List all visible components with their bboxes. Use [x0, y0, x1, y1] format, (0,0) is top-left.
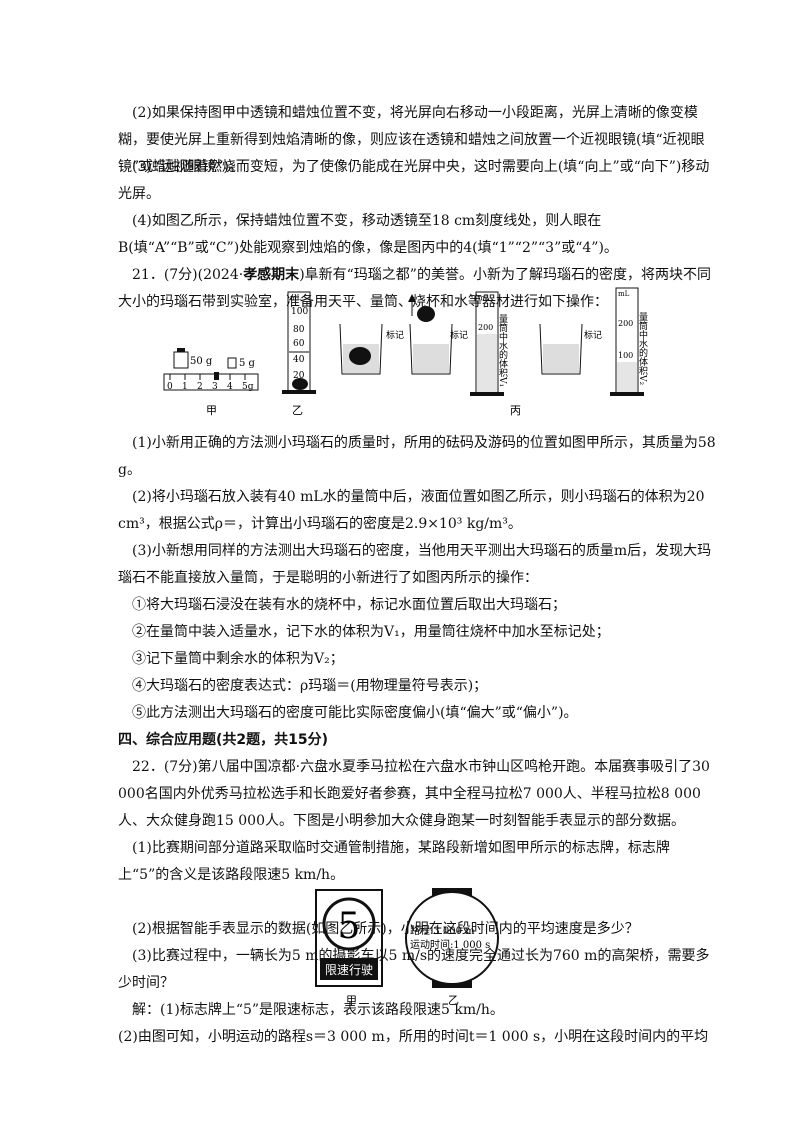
q22-part1: (1)比赛期间部分道路采取临时交通管制措施，某路段新增如图甲所示的标志牌，标志牌… [118, 840, 670, 883]
q21-step4: ④大玛瑙石的密度表达式：ρ玛瑙＝(用物理量符号表示)； [132, 678, 488, 694]
q22-part2: (2)根据智能手表显示的数据(如图乙所示)，小明在这段时间内的平均速度是多少？ [132, 921, 639, 937]
scale-3: 3 [212, 382, 218, 392]
q21-source: 孝感期末 [243, 267, 300, 283]
solution-1: 解：(1)标志牌上“5”是限速标志，表示该路段限速5 km/h。 [132, 1002, 504, 1018]
q20-part3: (3)蜡烛随着燃烧而变短，为了使像仍能成在光屏中央，这时需要向上(填“向上”或“… [118, 159, 710, 202]
scale-4: 4 [227, 382, 233, 392]
cyl-tick-100: 100 [291, 307, 308, 317]
cyl-unit: mL [290, 294, 302, 302]
procedure-figure-bing: 标记 标记 mL 200 100 量筒中水的体积V₁ 标记 mL 200 100… [339, 287, 648, 417]
sign-text: 限速行驶 [325, 962, 373, 977]
q21-part2: (2)将小玛瑙石放入装有40 mL水的量筒中后，液面位置如图乙所示，则小玛瑙石的… [118, 489, 705, 532]
q22-figure: 5 限速行驶 甲 路程:3 000 m 运动时间:1 000 s 乙 [315, 888, 499, 1007]
watch-time: 运动时间:1 000 s [410, 938, 490, 951]
q21-step3: ③记下量筒中剩余水的体积为V₂； [132, 651, 344, 667]
big-cyl-unit: mL [478, 294, 490, 302]
big-agate-stone [349, 347, 371, 365]
big-cyl2-tick-200: 200 [618, 319, 633, 328]
v2-label: 量筒中水的体积V₂ [637, 312, 648, 386]
weight-50g-label: 50 g [190, 356, 213, 367]
cyl-tick-20: 20 [293, 371, 305, 381]
big-cyl-tick-200: 200 [478, 323, 493, 332]
watch-distance: 路程:3 000 m [410, 924, 475, 937]
q21-head: 21．(7分)(2024· [132, 267, 244, 283]
balance-weights-figure: 50 g 5 g 0 1 2 3 4 5g 甲 [163, 348, 259, 417]
weight-5g-label: 5 g [239, 358, 256, 369]
label-bing: 丙 [510, 404, 521, 417]
small-agate-stone [292, 378, 308, 390]
q20-part4: (4)如图乙所示，保持蜡烛位置不变，移动透镜至18 cm刻度线处，则人眼在B(填… [118, 213, 618, 256]
label-jia: 甲 [206, 404, 217, 417]
cyl-tick-40: 40 [293, 355, 305, 365]
q21-part3: (3)小新想用同样的方法测出大玛瑙石的密度，当他用天平测出大玛瑙石的质量m后，发… [118, 543, 712, 586]
v1-label: 量筒中水的体积V₁ [497, 314, 508, 387]
cyl-tick-60: 60 [293, 339, 305, 349]
mark-label-1: 标记 [386, 329, 404, 341]
scale-5: 5g [242, 382, 254, 392]
label-yi: 乙 [292, 404, 303, 417]
mark-label-2: 标记 [450, 329, 468, 341]
q21-part1: (1)小新用正确的方法测小玛瑙石的质量时，所用的砝码及游码的位置如图甲所示，其质… [118, 435, 716, 478]
scale-1: 1 [182, 382, 188, 392]
q22-stem: 22．(7分)第八届中国凉都·六盘水夏季马拉松在六盘水市钟山区鸣枪开跑。本届赛事… [118, 759, 710, 829]
cyl-tick-80: 80 [293, 325, 305, 335]
scale-2: 2 [197, 382, 203, 392]
q21-figure: 50 g 5 g 0 1 2 3 4 5g 甲 mL 100 80 60 40 … [163, 287, 648, 417]
q22-part3: (3)比赛过程中，一辆长为5 m的摄影车以5 m/s的速度完全通过长为760 m… [118, 948, 710, 991]
smart-watch: 路程:3 000 m 运动时间:1 000 s 乙 [405, 888, 499, 1007]
big-cyl2-unit: mL [618, 290, 630, 298]
q20-part2: (2)如果保持图甲中透镜和蜡烛位置不变，将光屏向右移动一小段距离，光屏上清晰的像… [118, 105, 705, 175]
fig2-label-yi: 乙 [448, 994, 459, 1007]
fig2-label-jia: 甲 [346, 994, 357, 1007]
q21-rest: )阜新有“玛瑙之都”的美誉。小新为了解玛瑙石的密度，将两块不同大小的玛瑙石带到实… [118, 267, 711, 310]
big-cyl2-tick-100: 100 [618, 351, 633, 360]
section-4-heading: 四、综合应用题(共2题，共15分) [118, 732, 329, 748]
mark-label-3: 标记 [584, 329, 602, 341]
q21-step5: ⑤此方法测出大玛瑙石的密度可能比实际密度偏小(填“偏大”或“偏小”)。 [132, 705, 578, 721]
sign-number: 5 [338, 906, 361, 947]
speed-limit-sign: 5 限速行驶 甲 [315, 889, 383, 1007]
solution-2: (2)由图可知，小明运动的路程s＝3 000 m，所用的时间t＝1 000 s，… [118, 1029, 709, 1045]
q21-stem: 21．(7分)(2024·孝感期末)阜新有“玛瑙之都”的美誉。小新为了解玛瑙石的… [118, 262, 718, 316]
q21-step2: ②在量筒中装入适量水，记下水的体积为V₁，用量筒往烧杯中加水至标记处； [132, 624, 610, 640]
scale-0: 0 [167, 382, 173, 392]
q21-step1: ①将大玛瑙石浸没在装有水的烧杯中，标记水面位置后取出大玛瑙石； [132, 597, 566, 613]
measuring-cylinder-yi: mL 100 80 60 40 20 乙 [282, 291, 316, 417]
